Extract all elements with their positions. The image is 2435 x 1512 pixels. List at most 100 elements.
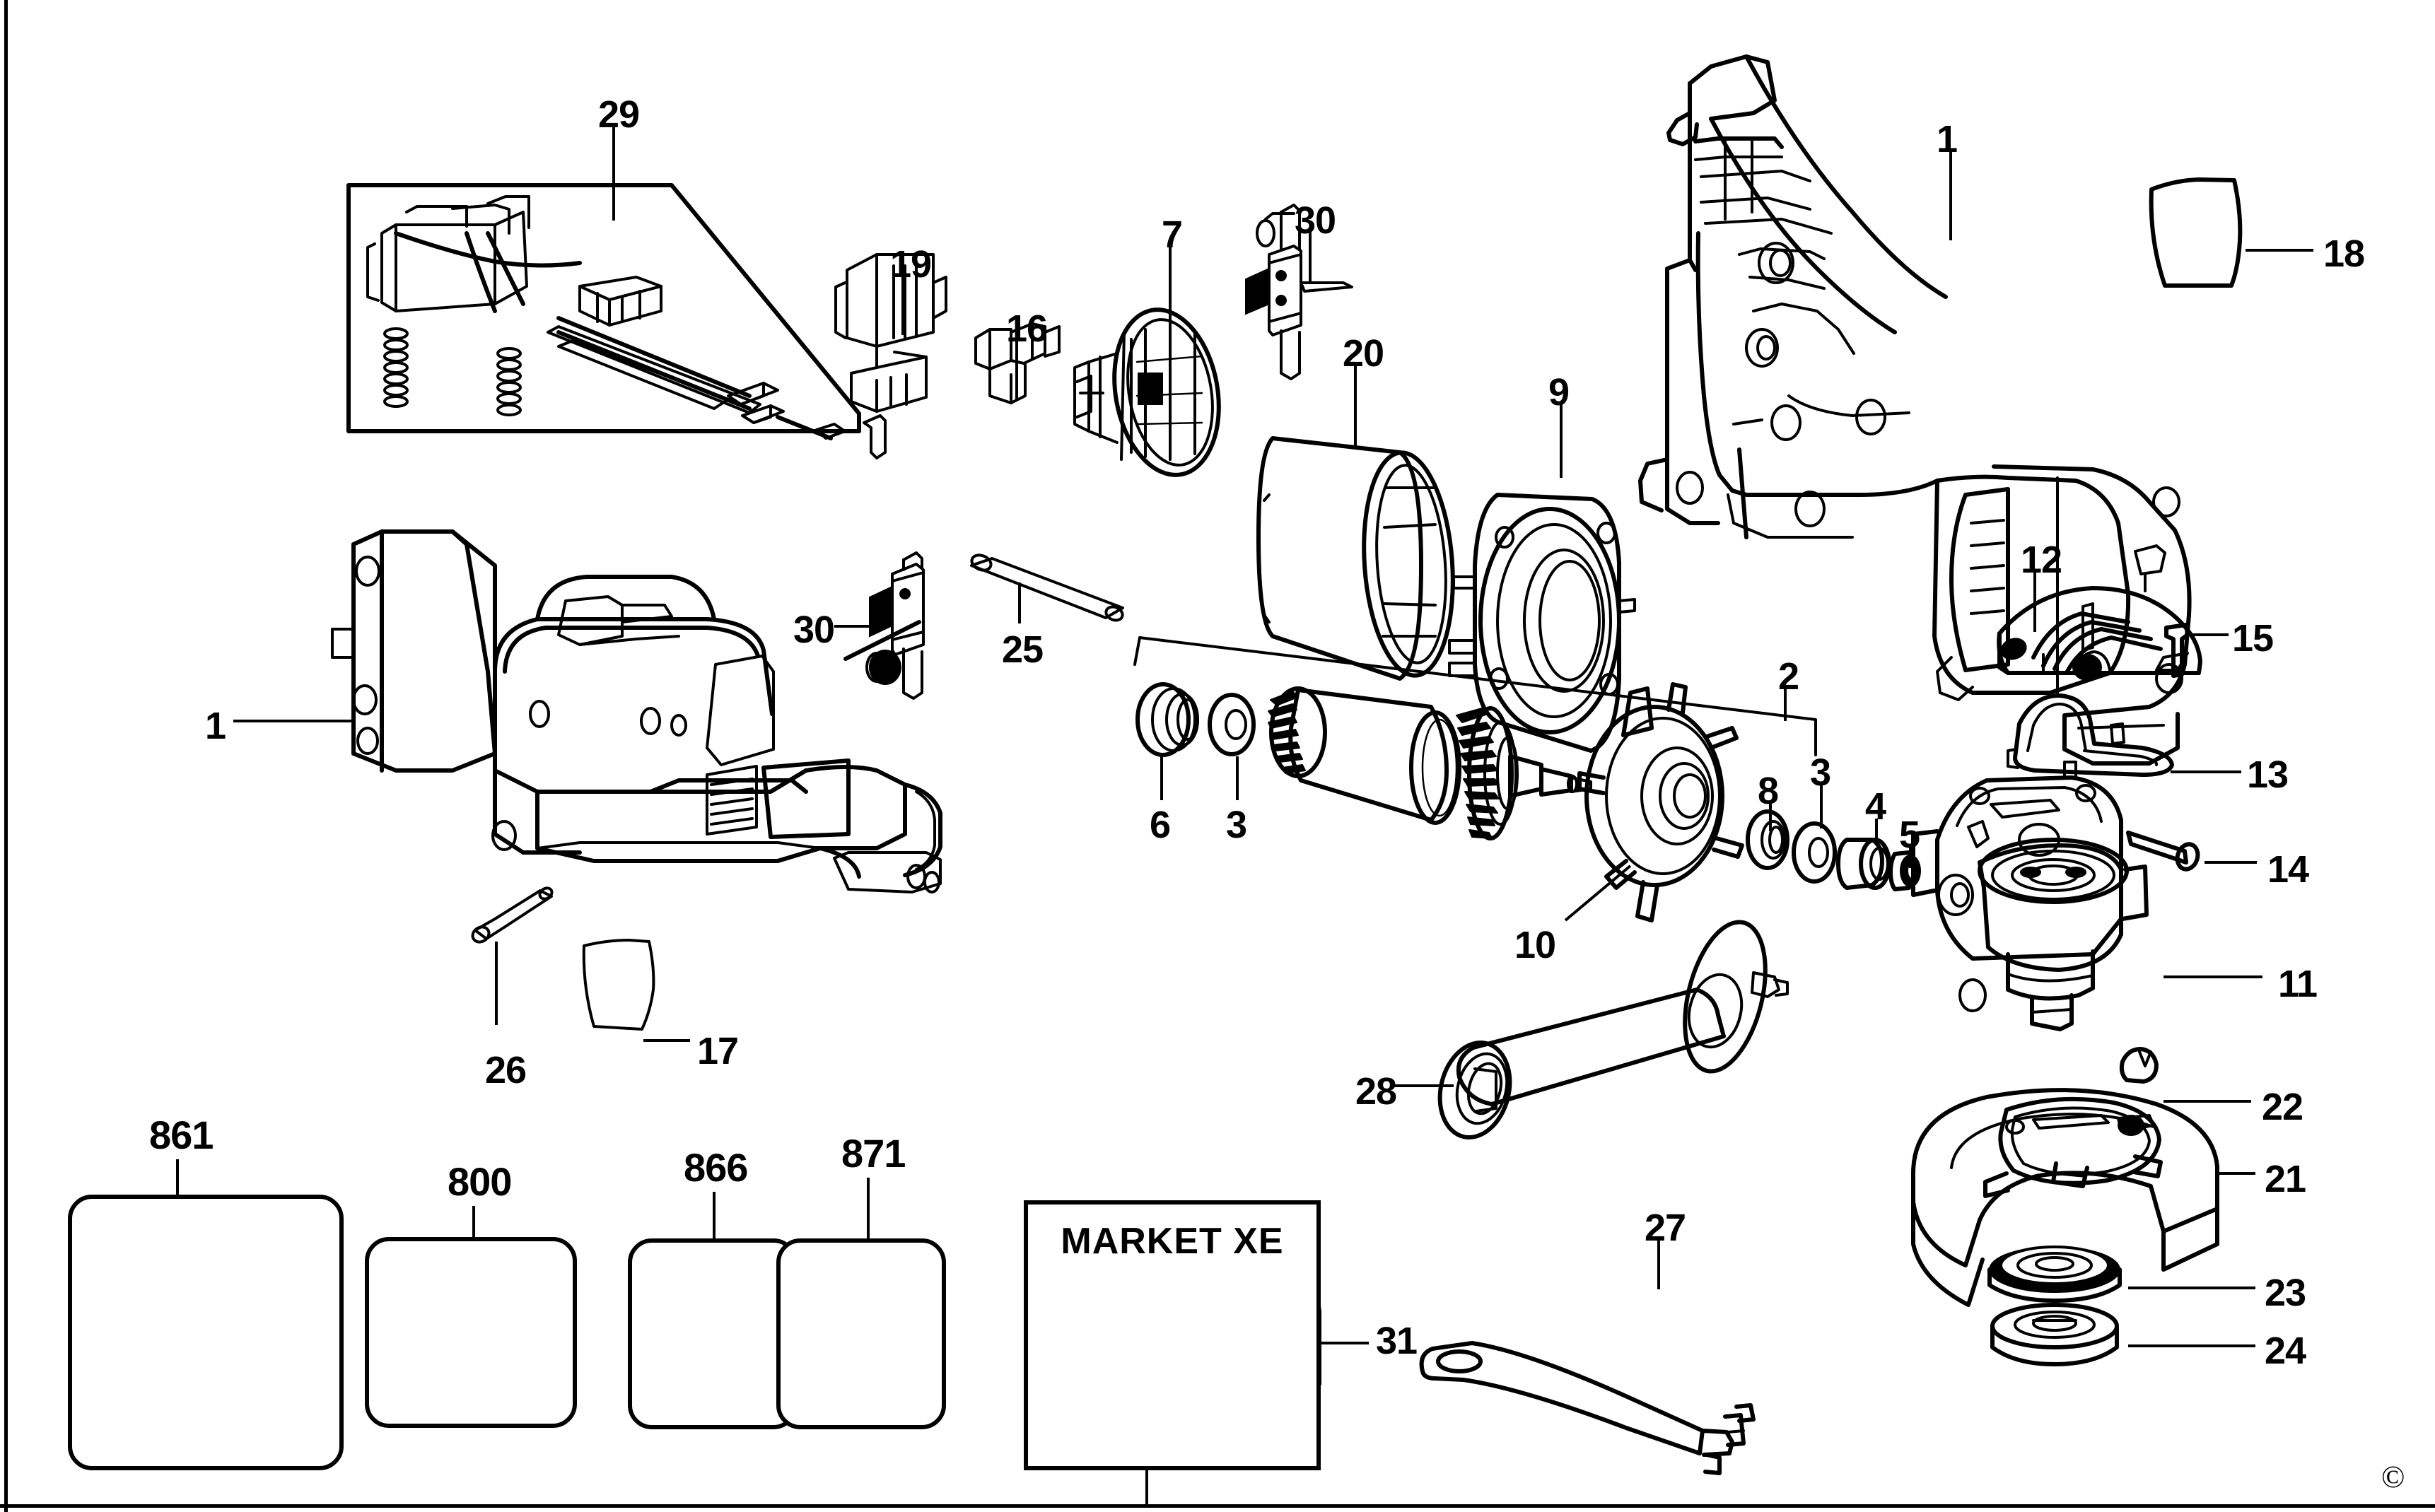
- callout-11: 11: [2278, 963, 2318, 1005]
- leader-24: [2128, 1344, 2255, 1347]
- callout-1-left: 1: [205, 705, 226, 747]
- part-14-screw: [2126, 831, 2200, 872]
- callout-25: 25: [1002, 628, 1044, 671]
- part-15-screw: [2164, 623, 2190, 678]
- part-18-label: [2149, 177, 2243, 288]
- leader-16: [1015, 338, 1018, 400]
- leader-29: [612, 124, 615, 221]
- leader-31: [1321, 1342, 1369, 1344]
- part-22-clip: [2119, 1047, 2159, 1084]
- part-28-handle: [1437, 920, 1789, 1139]
- leader-28: [1394, 1084, 1454, 1087]
- leader-800: [472, 1206, 475, 1238]
- inset-29-box: [346, 183, 887, 459]
- accessory-box-871: [776, 1238, 946, 1429]
- callout-28: 28: [1355, 1070, 1397, 1113]
- part-4-bearing: [1836, 838, 1891, 890]
- frame-border-left: [4, 0, 8, 1512]
- callout-6: 6: [1150, 804, 1171, 846]
- part-17-label: [582, 939, 655, 1031]
- leader-21: [2219, 1172, 2255, 1175]
- callout-8: 8: [1758, 770, 1779, 812]
- leader-11: [2164, 975, 2262, 978]
- part-24-nut: [1990, 1303, 2119, 1366]
- leader-2: [1784, 687, 1787, 721]
- part-6-bearing: [1135, 682, 1199, 757]
- leader-861: [176, 1159, 179, 1195]
- leader-12: [2033, 570, 2036, 632]
- leader-17: [643, 1039, 690, 1042]
- callout-5: 5: [1899, 814, 1920, 856]
- leader-9: [1560, 402, 1563, 478]
- callout-10: 10: [1514, 924, 1556, 966]
- callout-19: 19: [890, 243, 932, 286]
- leader-18: [2246, 249, 2313, 252]
- part-8-washer: [1746, 809, 1789, 870]
- callout-2: 2: [1778, 655, 1799, 698]
- accessory-box-866: [628, 1238, 798, 1429]
- accessory-box-800: [365, 1237, 577, 1428]
- leader-13: [2171, 770, 2241, 773]
- leader-25: [1018, 582, 1021, 623]
- leader-19: [901, 274, 904, 335]
- part-10-fan-baffle: [1577, 682, 1744, 922]
- part-7-baffle: [1073, 307, 1221, 477]
- armature: [1268, 686, 1592, 840]
- callout-29: 29: [598, 93, 640, 136]
- callout-861: 861: [149, 1113, 214, 1157]
- market-xe-box: MARKET XE: [1024, 1200, 1321, 1470]
- leader-27: [1657, 1238, 1660, 1289]
- leader-7: [1169, 245, 1172, 358]
- callout-12: 12: [2021, 539, 2062, 581]
- part-19-module: [834, 253, 947, 413]
- part-5-ring: [1888, 850, 1921, 891]
- callout-22: 22: [2262, 1086, 2303, 1128]
- callout-15: 15: [2232, 617, 2274, 660]
- leader-14: [2205, 861, 2257, 864]
- leader-15: [2185, 633, 2229, 636]
- leader-3b: [1820, 785, 1823, 828]
- part-2-group-bracket: [1133, 636, 1817, 756]
- leader-1-right: [1949, 150, 1952, 240]
- callout-800: 800: [448, 1159, 512, 1204]
- callout-871: 871: [841, 1131, 906, 1176]
- part-25-pin: [970, 553, 1124, 622]
- callout-7: 7: [1162, 213, 1183, 256]
- callout-4: 4: [1865, 785, 1886, 828]
- leader-30-upper: [1309, 230, 1312, 281]
- accessory-box-861: [68, 1195, 344, 1470]
- callout-14: 14: [2267, 848, 2309, 891]
- callout-30-upper: 30: [1295, 199, 1336, 242]
- frame-tick-mark: [1145, 1459, 1148, 1504]
- part-30-brush-lower: [843, 551, 925, 700]
- callout-27: 27: [1645, 1207, 1686, 1249]
- callout-9: 9: [1548, 371, 1570, 414]
- part-27-wrench: [1419, 1341, 1756, 1475]
- callout-20: 20: [1343, 332, 1384, 375]
- leader-20: [1354, 363, 1357, 445]
- leader-8: [1769, 802, 1772, 831]
- callout-13: 13: [2247, 754, 2289, 796]
- copyright-mark: ©: [2381, 1460, 2405, 1494]
- part-21-guard: [1911, 1088, 2219, 1307]
- leader-866: [713, 1192, 716, 1238]
- callout-24: 24: [2265, 1330, 2306, 1372]
- leader-23: [2128, 1287, 2255, 1289]
- leader-4: [1875, 819, 1878, 845]
- part-9-end-plate: [1448, 493, 1636, 753]
- callout-21: 21: [2265, 1158, 2306, 1200]
- part-13-gasket: [2007, 693, 2174, 779]
- leader-871: [867, 1178, 870, 1238]
- leader-6: [1160, 756, 1163, 800]
- callout-17: 17: [697, 1030, 739, 1072]
- part-20-stator: [1256, 436, 1455, 681]
- leader-3a: [1236, 756, 1239, 800]
- part-12-cover: [1997, 586, 2202, 681]
- part-30-brush-upper: [1245, 204, 1353, 380]
- part-3-washer-b: [1792, 821, 1837, 884]
- callout-31: 31: [1376, 1320, 1418, 1362]
- leader-30-lower: [834, 625, 884, 628]
- callout-30-lower: 30: [793, 609, 835, 651]
- part-3-washer-a: [1208, 693, 1256, 756]
